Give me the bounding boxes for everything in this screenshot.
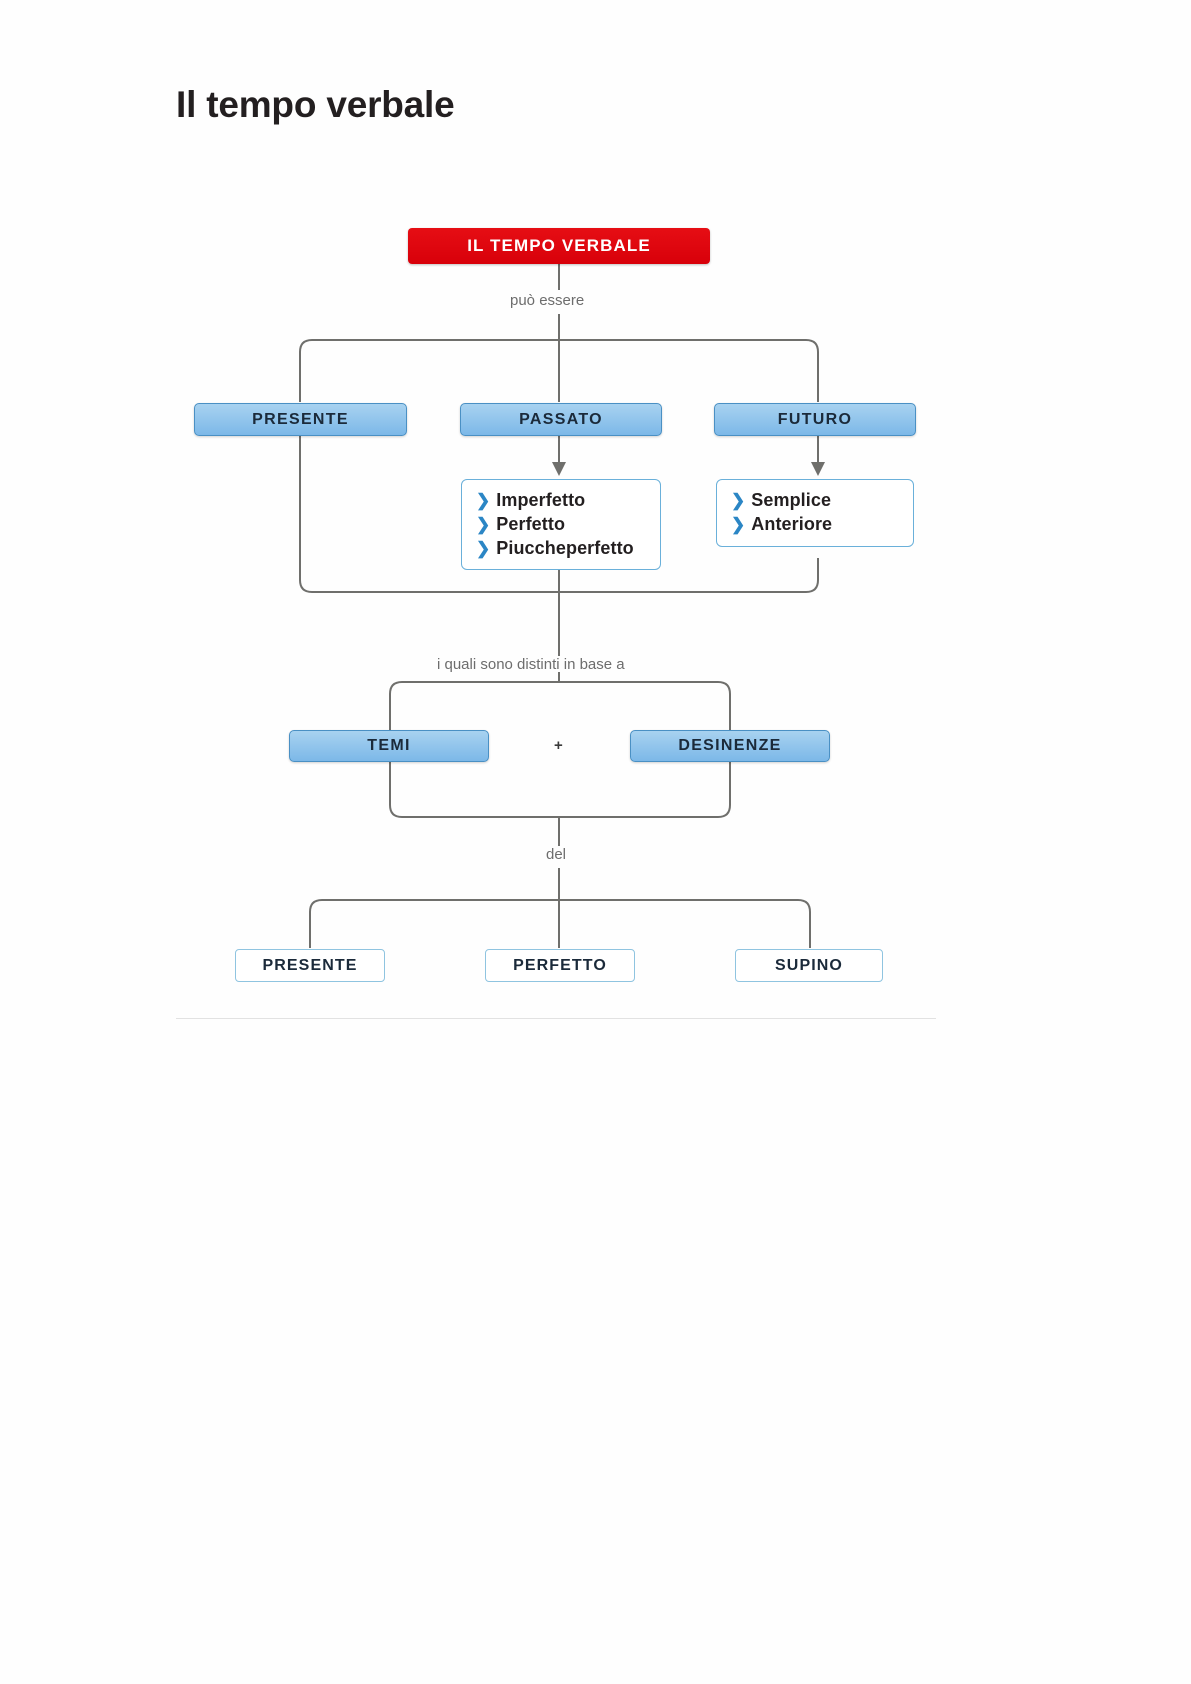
node-presente-label: PRESENTE (252, 410, 349, 428)
connector-label-puo-essere: può essere (510, 292, 585, 309)
sublist-passato: ❯ Imperfetto ❯ Perfetto ❯ Piuccheperfett… (461, 479, 661, 571)
bracket-level2-bottom (389, 804, 731, 818)
sublist-passato-item-0: Imperfetto (496, 490, 586, 510)
chevron-right-icon: ❯ (731, 514, 746, 534)
node-futuro-label: FUTURO (777, 410, 853, 428)
arrowheads (552, 462, 825, 476)
list-item[interactable]: ❯ Semplice (731, 489, 903, 513)
bracket-level1-bottom (299, 579, 819, 593)
page-divider (176, 1018, 936, 1019)
chevron-right-icon: ❯ (476, 538, 491, 558)
node-root-il-tempo-verbale[interactable]: IL TEMPO VERBALE (408, 228, 710, 264)
chevron-right-icon: ❯ (476, 491, 491, 510)
node-passato[interactable]: PASSATO (460, 403, 662, 436)
node-presente[interactable]: PRESENTE (194, 403, 407, 436)
node-temi[interactable]: TEMI (289, 730, 489, 762)
connector-label-del: del (546, 846, 567, 863)
operator-plus: + (554, 737, 563, 754)
node-tema-supino-label: SUPINO (775, 956, 843, 974)
chevron-right-icon: ❯ (731, 491, 746, 510)
list-item[interactable]: ❯ Perfetto (476, 513, 650, 537)
flowchart-diagram: IL TEMPO VERBALE può essere PRESENTE PAS… (194, 228, 916, 982)
list-item[interactable]: ❯ Imperfetto (476, 489, 650, 513)
sublist-passato-item-2: Piuccheperfetto (496, 537, 634, 558)
sublist-futuro-item-0: Semplice (751, 490, 832, 510)
bracket-level2-top (389, 681, 731, 695)
node-desinenze[interactable]: DESINENZE (630, 730, 830, 762)
sublist-futuro-item-1: Anteriore (751, 513, 833, 534)
node-tema-presente-label: PRESENTE (262, 956, 358, 974)
list-item[interactable]: ❯ Anteriore (731, 513, 903, 537)
node-passato-label: PASSATO (519, 410, 603, 428)
sublist-futuro: ❯ Semplice ❯ Anteriore (716, 479, 914, 547)
node-tema-perfetto-label: PERFETTO (513, 956, 607, 974)
node-root-label: IL TEMPO VERBALE (467, 236, 651, 255)
page-title: Il tempo verbale (176, 84, 455, 125)
node-tema-perfetto[interactable]: PERFETTO (485, 949, 635, 982)
connector-label-i-quali-sono-distinti: i quali sono distinti in base a (437, 656, 625, 673)
arrowhead-futuro (811, 462, 825, 476)
list-item[interactable]: ❯ Piuccheperfetto (476, 537, 650, 561)
node-desinenze-label: DESINENZE (678, 737, 782, 754)
node-tema-presente[interactable]: PRESENTE (235, 949, 385, 982)
bracket-level1-top (299, 339, 819, 353)
chevron-right-icon: ❯ (476, 514, 491, 534)
sublist-passato-item-1: Perfetto (496, 513, 566, 534)
arrowhead-passato (552, 462, 566, 476)
node-tema-supino[interactable]: SUPINO (735, 949, 883, 982)
node-temi-label: TEMI (367, 737, 411, 754)
node-futuro[interactable]: FUTURO (714, 403, 916, 436)
bracket-level3-top (309, 899, 811, 913)
